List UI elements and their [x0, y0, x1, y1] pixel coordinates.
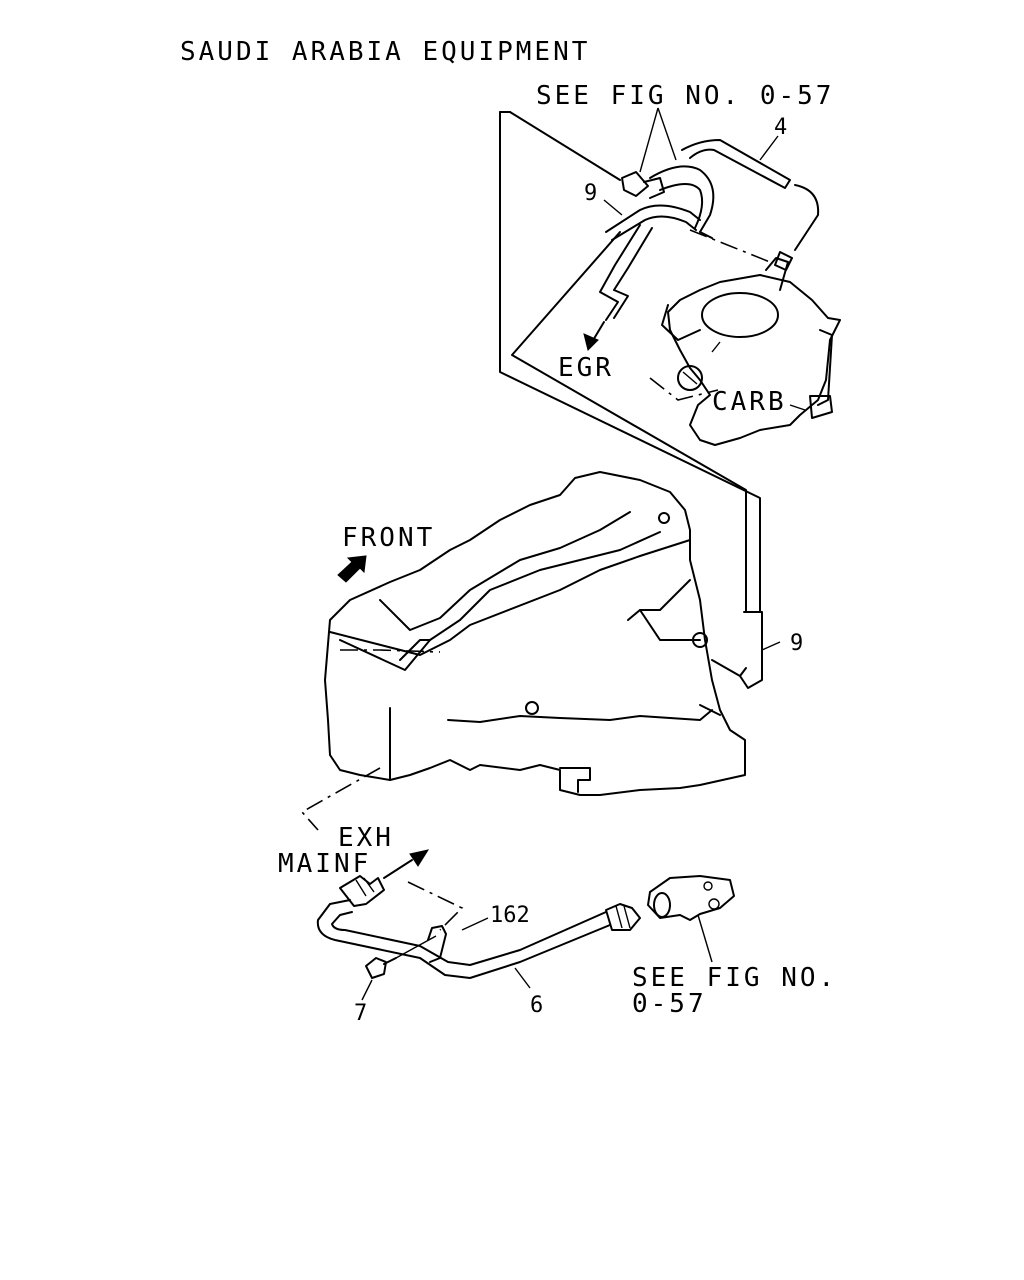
- see-fig-top-label: SEE FIG NO. 0-57: [536, 81, 834, 111]
- callout-9-top: 9: [584, 181, 597, 206]
- mainf-label: MAINF: [278, 849, 371, 879]
- check-valve-icon: [621, 171, 649, 197]
- carburetor-assembly: [661, 257, 841, 446]
- long-vacuum-tube: [499, 111, 763, 689]
- page-title: SAUDI ARABIA EQUIPMENT: [180, 37, 590, 67]
- egr-pipe-assembly: [316, 849, 735, 979]
- exh-leader: [300, 767, 381, 831]
- callout-4: 4: [774, 115, 787, 140]
- front-label: FRONT: [342, 523, 435, 553]
- bolt-icon: [365, 957, 387, 979]
- engine-block: [324, 471, 746, 796]
- left-fitting-icon: [339, 875, 385, 907]
- egr-arrow-icon: [583, 333, 599, 351]
- egr-valve-icon: [647, 875, 735, 921]
- carb-fitting: [677, 365, 703, 391]
- right-fitting-icon: [605, 903, 641, 931]
- callout-162: 162: [490, 903, 530, 928]
- carb-label: CARB: [712, 387, 787, 417]
- see-fig-bottom-label-2: 0-57: [632, 989, 707, 1019]
- callout-9-right: 9: [790, 631, 803, 656]
- front-arrow-icon: [337, 555, 367, 583]
- callout-7: 7: [354, 1001, 367, 1026]
- mainf-arrow-icon: [409, 849, 430, 867]
- carb-throat: [701, 292, 779, 338]
- callout-6: 6: [530, 993, 543, 1018]
- exh-label: EXH: [338, 823, 394, 853]
- see-fig-bottom-label-1: SEE FIG NO.: [632, 963, 837, 993]
- egr-label: EGR: [558, 353, 614, 383]
- hose-4-assembly: [583, 139, 820, 351]
